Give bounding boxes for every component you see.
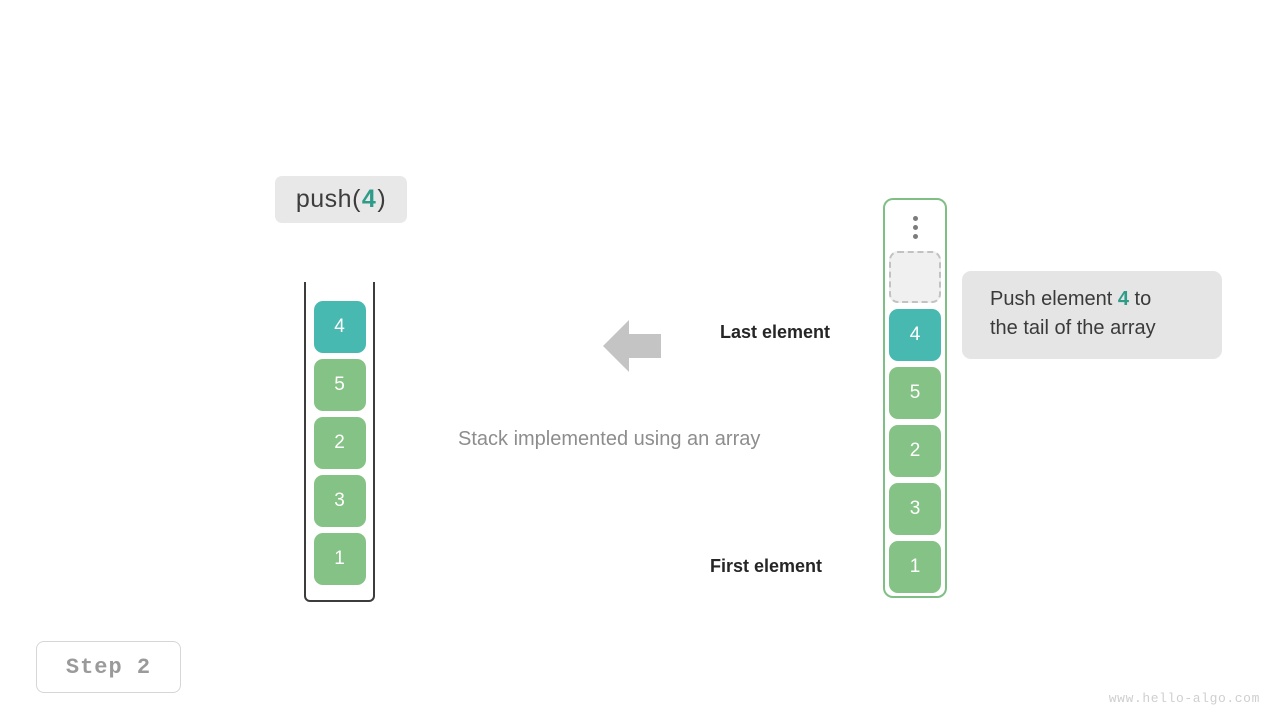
stack-open-box-cells: 4 5 2 3 1 <box>304 301 375 585</box>
annotation-tooltip: Push element 4 to the tail of the array <box>962 271 1222 359</box>
array-cell: 2 <box>889 425 941 477</box>
stack-cell: 3 <box>313 475 366 527</box>
tooltip-text-after: to <box>1128 288 1152 310</box>
first-element-label: First element <box>710 556 823 576</box>
stack-open-box: 4 5 2 3 1 <box>304 282 375 602</box>
operation-prefix: push( <box>295 185 361 213</box>
step-badge: Step 2 <box>36 641 181 693</box>
array-cell-empty <box>889 251 941 303</box>
array-cell: 3 <box>889 483 941 535</box>
operation-value: 4 <box>361 185 377 213</box>
array-cell: 5 <box>889 367 941 419</box>
array-box-cells: 4 5 2 3 1 <box>885 251 945 593</box>
operation-badge: push(4) <box>275 176 407 223</box>
operation-suffix: ) <box>377 185 387 213</box>
tooltip-highlight: 4 <box>1117 288 1129 310</box>
array-box: 4 5 2 3 1 <box>883 198 947 598</box>
diagram-caption: Stack implemented using an array <box>458 428 761 450</box>
stack-cell: 1 <box>313 533 366 585</box>
stack-cell: 2 <box>313 417 366 469</box>
stack-cell: 4 <box>313 301 366 353</box>
arrow-left-icon <box>603 320 661 372</box>
last-element-label: Last element <box>720 322 831 342</box>
tooltip-text-line2: the tail of the array <box>990 317 1156 339</box>
stack-open-box-walls <box>304 282 375 602</box>
stack-cell: 5 <box>313 359 366 411</box>
watermark: www.hello-algo.com <box>1108 691 1260 706</box>
array-cell: 4 <box>889 309 941 361</box>
tooltip-text-before: Push element <box>990 288 1118 310</box>
array-cell: 1 <box>889 541 941 593</box>
vertical-ellipsis-icon <box>885 212 945 242</box>
